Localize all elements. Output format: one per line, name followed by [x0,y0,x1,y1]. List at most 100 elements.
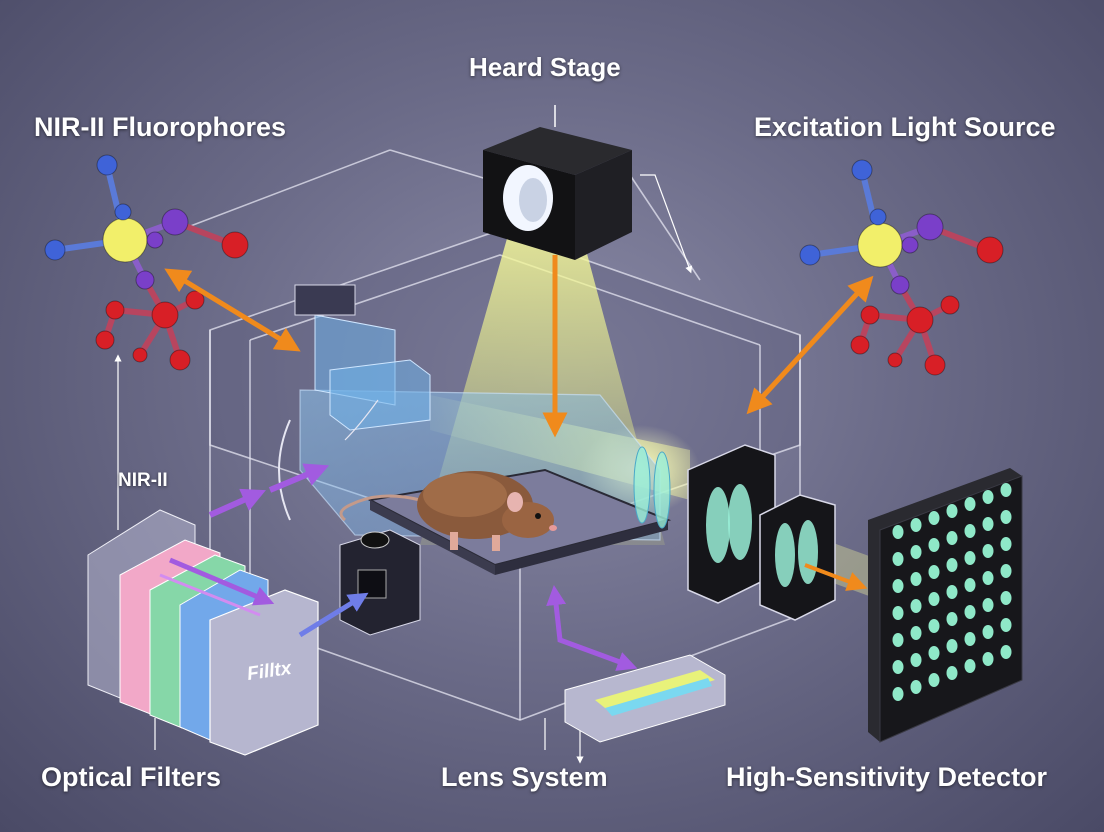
molecule-atom [916,213,944,241]
detector-pixel [946,558,958,572]
detector-pixel [964,605,976,619]
molecule-atom [860,305,880,325]
detector-pixel [982,517,994,531]
mouse-specimen [339,471,557,551]
detector-pixel [964,659,976,673]
detector-pixel [1000,510,1012,524]
arrow-right-molecule-exchange [746,275,874,415]
detector-pixel [964,578,976,592]
detector-pixel [982,652,994,666]
detector-pixel [1000,564,1012,578]
arrow-to-detector [804,563,868,591]
detector-pixel [946,612,958,626]
arrow-nir-1 [208,488,266,518]
molecule-atom [924,354,946,376]
arrow-filter-to-holder [298,592,369,638]
detector-pixel [964,551,976,565]
detector-pixel [1000,537,1012,551]
detector-pixel [946,585,958,599]
detector-pixel [982,544,994,558]
molecule-atom [851,159,873,181]
detector-pixel [946,666,958,680]
lens-array [633,444,836,621]
detector-pixel [892,579,904,593]
excitation-light-source-label: Excitation Light Source [754,112,1056,142]
detector-pixel [892,633,904,647]
detector-panel [868,468,1023,743]
detector-pixel [1000,618,1012,632]
detector-pixel [982,571,994,585]
molecule-atom [857,222,903,268]
detector-pixel [1000,645,1012,659]
detector-pixel [964,524,976,538]
molecule-atom [135,270,155,290]
molecule-atom [102,217,148,263]
molecule-atom [976,236,1004,264]
detector-pixel [964,497,976,511]
chamber-window [278,419,291,521]
detector-pixel [892,660,904,674]
arrow-slide-to-stage [546,585,638,671]
detector-pixel [982,625,994,639]
detector-pixel [928,565,940,579]
detector-pixel [910,626,922,640]
molecule-atom [901,236,919,254]
molecule-atom [96,154,118,176]
detector-pixel [1000,591,1012,605]
light-source-cube [483,127,632,260]
detector-pixel [928,646,940,660]
detector-pixel [1000,483,1012,497]
optical-filter-stack [87,509,319,756]
sample-slide [564,654,726,743]
molecule-atom [105,300,125,320]
detector-pixel [910,545,922,559]
optical-filters-label: Optical Filters [41,762,222,792]
detector-pixel [964,632,976,646]
detector-pixel [928,619,940,633]
detector-pixel [910,572,922,586]
detector-pixel [982,490,994,504]
molecule-atom [940,295,960,315]
detector-pixel [910,599,922,613]
detector-pixel [910,518,922,532]
fluorophore-molecule-right [799,159,1004,376]
molecule-atom [151,301,179,329]
molecule-atom [44,239,66,261]
detector-pixel [946,531,958,545]
high-sensitivity-detector-label: High-Sensitivity Detector [726,762,1048,792]
molecule-atom [887,352,903,368]
molecule-atom [114,203,132,221]
molecule-atom [906,306,934,334]
arrow-glass-down [344,399,379,441]
detector-pixel-grid [892,483,1012,701]
detector-pixel [892,606,904,620]
detector-pixel [892,525,904,539]
detector-pixel [910,680,922,694]
heard-stage-label: Heard Stage [469,52,621,82]
molecule-atom [132,347,148,363]
molecule-atom [890,275,910,295]
detector-pixel [892,552,904,566]
molecule-atom [850,335,870,355]
detector-pixel [928,592,940,606]
detector-pixel [910,653,922,667]
molecule-atom [146,231,164,249]
nir-ii-fluorophores-label: NIR-II Fluorophores [34,112,286,142]
molecule-atom [161,208,189,236]
detector-pixel [946,639,958,653]
molecule-atom [221,231,249,259]
molecule-atom [869,208,887,226]
nir-ii-label: NIR-II [118,470,168,491]
arrow-left-molecule-exchange [164,268,301,352]
detector-pixel [892,687,904,701]
detector-pixel [928,511,940,525]
molecule-atom [799,244,821,266]
arrow-nir-2 [268,463,330,493]
detector-pixel [928,538,940,552]
detector-pixel [946,504,958,518]
glass-block [294,284,431,431]
detector-pixel [982,598,994,612]
lens-system-label: Lens System [441,762,608,792]
